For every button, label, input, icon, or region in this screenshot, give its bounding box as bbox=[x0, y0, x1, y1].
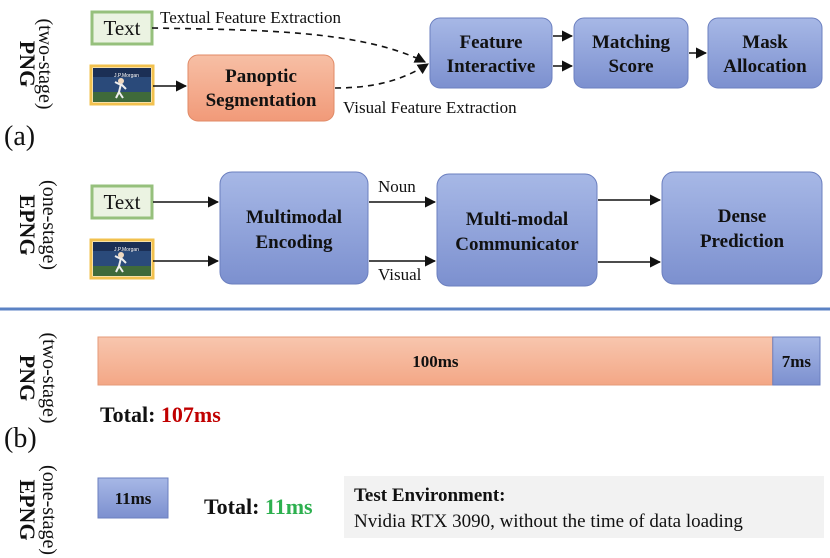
dense-line1: Dense bbox=[718, 206, 767, 227]
text-input-box-epng bbox=[90, 184, 154, 220]
side-stage-png-a: (two-stage) bbox=[34, 18, 56, 109]
text-input-label: Text bbox=[103, 16, 140, 40]
visual-feature-label: Visual Feature Extraction bbox=[343, 98, 517, 117]
multimodal-encoding-box bbox=[219, 171, 369, 285]
png-total-prefix: Total: bbox=[100, 402, 161, 427]
dense-line2: Prediction bbox=[700, 231, 785, 252]
png-total-value: 107ms bbox=[161, 402, 221, 427]
matching-line1: Matching bbox=[592, 32, 671, 53]
label-b: (b) bbox=[4, 423, 37, 454]
text-input-label-epng: Text bbox=[103, 190, 140, 214]
epng-stage: (one-stage) bbox=[38, 180, 60, 270]
communicator-line2: Communicator bbox=[455, 234, 579, 255]
png-name: PNG bbox=[15, 41, 40, 87]
image-caption-epng: J.P.Morgan bbox=[114, 247, 139, 253]
communicator-box bbox=[436, 173, 598, 287]
image-caption: J.P.Morgan bbox=[114, 73, 139, 79]
side-label-png-a: PNG bbox=[15, 41, 40, 87]
feature-interactive-box bbox=[429, 17, 553, 89]
side-label-png-b: PNG (two-stage) bbox=[15, 332, 60, 423]
env-title: Test Environment: bbox=[354, 485, 506, 506]
epng-total-prefix: Total: bbox=[204, 494, 265, 519]
communicator-line1: Multi-modal bbox=[466, 209, 568, 230]
side-label-epng-b: EPNG (one-stage) bbox=[15, 465, 60, 555]
png-stage-b: (two-stage) bbox=[38, 332, 60, 423]
png-stage: (two-stage) bbox=[34, 18, 56, 109]
matching-score-box bbox=[573, 17, 689, 89]
dense-prediction-box bbox=[661, 171, 823, 285]
mask-allocation-box bbox=[707, 17, 823, 89]
encoding-line2: Encoding bbox=[255, 232, 333, 253]
input-image-epng: J.P.Morgan bbox=[89, 238, 155, 280]
mask-line1: Mask bbox=[742, 32, 788, 53]
encoding-line1: Multimodal bbox=[246, 207, 342, 228]
epng-name: EPNG bbox=[15, 194, 40, 255]
png-time-segment-label-1: 100ms bbox=[412, 352, 459, 371]
visual-label: Visual bbox=[378, 265, 422, 284]
png-name-b: PNG bbox=[15, 355, 40, 401]
matching-line2: Score bbox=[608, 56, 653, 77]
panoptic-segmentation-box bbox=[187, 54, 335, 122]
panoptic-line1: Panoptic bbox=[225, 66, 297, 87]
epng-stage-b: (one-stage) bbox=[38, 465, 60, 555]
input-image: J.P.Morgan bbox=[89, 64, 155, 106]
panoptic-line2: Segmentation bbox=[206, 90, 317, 111]
feature-line2: Interactive bbox=[447, 56, 536, 77]
env-text: Nvidia RTX 3090, without the time of dat… bbox=[354, 511, 743, 532]
png-time-segment-2 bbox=[772, 336, 821, 386]
epng-total-value: 11ms bbox=[265, 494, 313, 519]
noun-label: Noun bbox=[378, 177, 416, 196]
png-total: Total: 107ms bbox=[100, 402, 221, 427]
text-input-box bbox=[90, 10, 154, 46]
epng-time-bar bbox=[97, 477, 169, 519]
feature-line1: Feature bbox=[460, 32, 523, 53]
dashed-arrow-visual-to-feature bbox=[334, 63, 429, 89]
png-time-segment-label-2: 7ms bbox=[782, 352, 812, 371]
epng-total: Total: 11ms bbox=[204, 494, 313, 519]
env-box bbox=[344, 476, 824, 538]
textual-feature-label: Textual Feature Extraction bbox=[160, 8, 342, 27]
side-label-epng-a: EPNG (one-stage) bbox=[15, 180, 60, 270]
png-time-bar: 100ms 7ms bbox=[97, 336, 821, 386]
mask-line2: Allocation bbox=[723, 56, 807, 77]
epng-name-b: EPNG bbox=[15, 479, 40, 540]
epng-bar-label: 11ms bbox=[115, 489, 152, 508]
label-a: (a) bbox=[4, 121, 35, 152]
